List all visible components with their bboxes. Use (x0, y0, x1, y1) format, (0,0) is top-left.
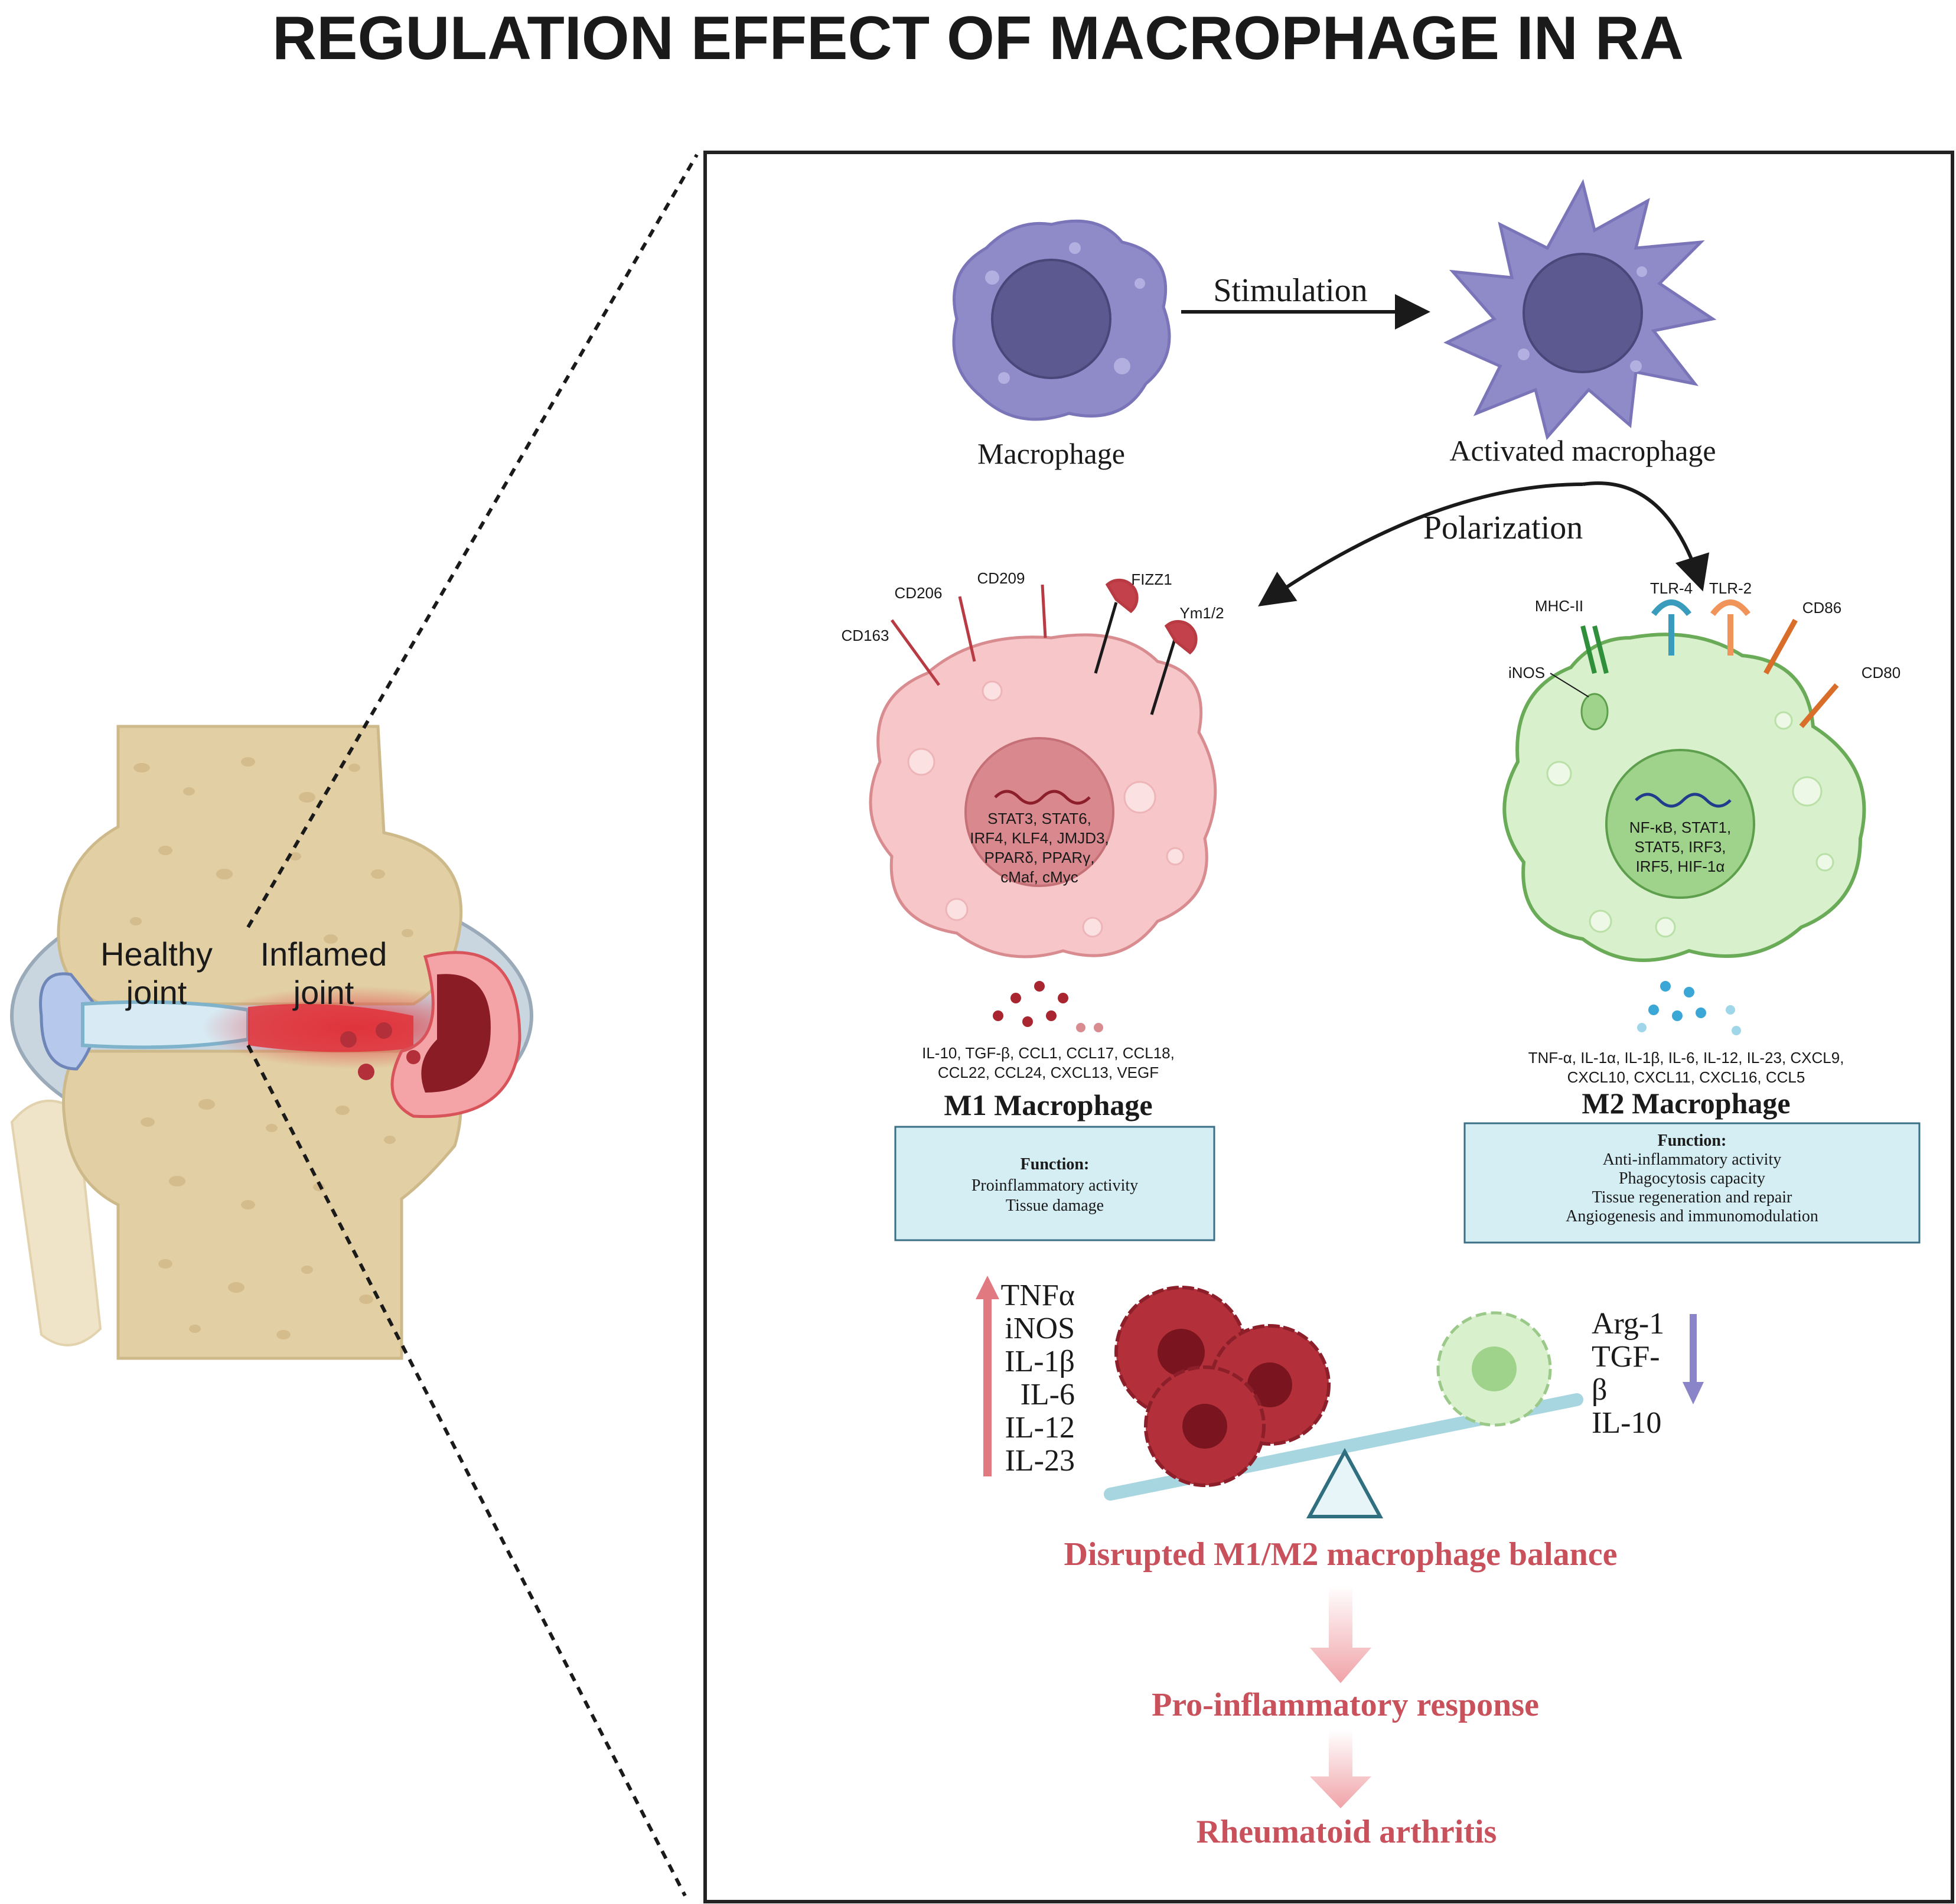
inflamed-joint-label-2: joint (292, 974, 354, 1011)
inflamed-joint-label-1: Inflamed (260, 935, 387, 973)
m2-nucleus-line-2: STAT5, IRF3, (1634, 838, 1726, 856)
outcome-arrow-1 (1310, 1586, 1371, 1683)
up-marker-4: IL-6 (1021, 1378, 1075, 1411)
zoom-line-top (246, 154, 699, 928)
m1-cytokines-line-1: IL-10, TGF-β, CCL1, CCL17, CCL18, (922, 1044, 1175, 1062)
m1-nucleus-line-3: PPARδ, PPARγ, (984, 849, 1095, 866)
down-marker-1: Arg-1 (1592, 1307, 1664, 1341)
down-marker-4: IL-10 (1592, 1406, 1661, 1440)
m1-receptors (890, 578, 1198, 715)
healthy-joint-label-1: Healthy (100, 935, 213, 973)
seesaw-fulcrum (1306, 1447, 1384, 1518)
m1-dna-icon (994, 790, 1091, 805)
up-arrow-head (976, 1276, 999, 1299)
m2-nucleus-line-3: IRF5, HIF-1α (1636, 858, 1725, 875)
outcome-step-2: Pro-inflammatory response (1152, 1687, 1539, 1723)
polarization-arrow-right (1582, 481, 1710, 592)
macrophage-cell (952, 219, 1171, 421)
m1-receptor-ym12: Ym1/2 (1179, 604, 1224, 622)
m2-receptor-tlr2: TLR-2 (1709, 579, 1752, 597)
m2-cell-small (1436, 1311, 1552, 1427)
m1-receptor-cd163: CD163 (842, 627, 889, 644)
m2-function-3: Tissue regeneration and repair (1592, 1188, 1792, 1207)
figure-title: REGULATION EFFECT OF MACROPHAGE IN RA (272, 4, 1684, 73)
m2-receptor-cd80: CD80 (1862, 664, 1900, 682)
m1-receptor-cd209: CD209 (977, 569, 1025, 587)
healthy-joint-label-2: joint (125, 974, 187, 1011)
m2-receptor-cd86: CD86 (1802, 599, 1841, 617)
m2-function-box (1463, 1122, 1921, 1244)
up-marker-5: IL-12 (1005, 1411, 1075, 1445)
m2-receptor-inos: iNOS (1508, 664, 1545, 682)
up-marker-3: IL-1β (1005, 1345, 1075, 1378)
m2-receptor-tlr4: TLR-4 (1650, 579, 1693, 597)
m1-cytokines-line-2: CCL22, CCL24, CXCL13, VEGF (938, 1064, 1159, 1081)
down-marker-2: TGF- (1592, 1340, 1660, 1374)
m2-function-4: Angiogenesis and immunomodulation (1566, 1207, 1818, 1225)
m1-function-title: Function: (1021, 1155, 1090, 1173)
m1-function-1: Proinflammatory activity (972, 1176, 1138, 1195)
outcome-step-3: Rheumatoid arthritis (1197, 1814, 1497, 1850)
outcome-arrow-2 (1310, 1730, 1371, 1808)
m2-cytokines-line-2: CXCL10, CXCL11, CXCL16, CCL5 (1567, 1068, 1805, 1086)
m2-dna-icon (1635, 793, 1732, 808)
m2-function-2: Phagocytosis capacity (1619, 1169, 1765, 1188)
m2-function-1: Anti-inflammatory activity (1603, 1150, 1781, 1169)
m2-receptors (1550, 599, 1839, 731)
m2-cytokines-line-1: TNF-α, IL-1α, IL-1β, IL-6, IL-12, IL-23,… (1528, 1049, 1844, 1067)
zoom-line-bottom (246, 1044, 687, 1897)
polarization-arrow-left (1258, 482, 1583, 607)
up-marker-2: iNOS (1005, 1312, 1075, 1345)
m2-nucleus-line-1: NF-κB, STAT1, (1629, 819, 1731, 836)
activated-macrophage-cell (1443, 179, 1717, 441)
m1-receptor-fizz1: FIZZ1 (1131, 570, 1172, 588)
m1-function-2: Tissue damage (1006, 1196, 1104, 1215)
m2-cytokine-particles (1637, 981, 1741, 1035)
m2-title: M2 Macrophage (1582, 1087, 1790, 1120)
macrophage-label: Macrophage (977, 437, 1125, 470)
activated-macrophage-label: Activated macrophage (1449, 434, 1716, 467)
m1-nucleus-line-4: cMaf, cMyc (1000, 868, 1078, 886)
m1-cell-cluster (1114, 1286, 1331, 1487)
knee-joint-illustration: Healthy joint Inflamed joint (10, 725, 533, 1360)
m1-nucleus-line-1: STAT3, STAT6, (987, 810, 1091, 827)
m1-nucleus-line-2: IRF4, KLF4, JMJD3, (970, 829, 1109, 847)
up-marker-6: IL-23 (1005, 1444, 1075, 1478)
stimulation-label: Stimulation (1213, 272, 1367, 309)
m2-function-title: Function: (1658, 1132, 1727, 1150)
up-marker-1: TNFα (1001, 1279, 1075, 1312)
m1-title: M1 Macrophage (944, 1088, 1152, 1121)
m1-receptor-cd206: CD206 (895, 584, 943, 602)
m1-function-box (894, 1126, 1215, 1241)
m2-receptor-mhcii: MHC-II (1535, 597, 1583, 615)
outcome-step-1: Disrupted M1/M2 macrophage balance (1064, 1536, 1618, 1573)
down-marker-3: β (1592, 1373, 1607, 1407)
polarization-label: Polarization (1423, 510, 1583, 546)
m1-cytokine-particles (993, 981, 1103, 1032)
down-arrow-head (1683, 1382, 1704, 1404)
